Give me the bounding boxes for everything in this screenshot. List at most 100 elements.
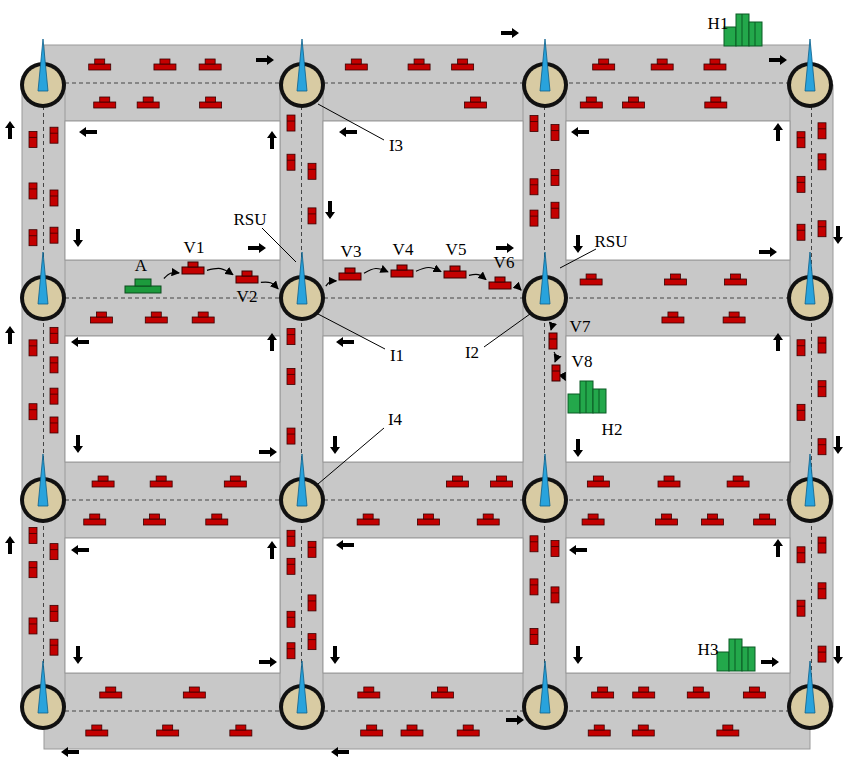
vehicle [662,312,684,323]
direction-arrow [71,337,89,347]
vehicle [92,476,114,487]
vehicle [593,59,615,70]
direction-arrows [5,28,843,757]
direction-arrow [267,333,277,351]
direction-arrow [73,435,83,453]
message-hop [469,274,486,279]
node-label: A [135,257,147,276]
vehicle [145,312,167,323]
vehicle [701,514,723,525]
direction-arrow [330,436,340,454]
vehicle [818,537,826,553]
city-block [566,538,790,673]
rsu-tower [540,661,550,713]
rsu-tower [38,252,48,304]
horizontal-road [44,462,810,538]
direction-arrow [833,436,843,454]
direction-arrow [5,536,15,554]
vehicle [530,628,538,644]
vertical-road [790,85,833,707]
vehicle [551,541,559,557]
vehicle [743,687,765,698]
direction-arrow [256,55,274,65]
vehicle [588,725,610,736]
vehicle [818,439,826,455]
direction-arrow [573,439,583,457]
hospital: H3 [716,638,756,672]
vehicle [50,639,58,655]
lane-divider [44,711,810,712]
leader-line [560,249,596,268]
vehicle: V7 [548,332,558,350]
vehicle [90,312,112,323]
vehicle [530,536,538,552]
direction-arrow [259,447,277,457]
lane-divider [544,85,545,707]
vehicle [50,388,58,404]
vehicle [358,687,380,698]
ambulance: A [124,278,162,294]
vehicle: V3 [338,267,362,281]
node-label: H3 [698,641,719,660]
node-label: V6 [494,254,515,273]
vehicle [818,154,826,170]
intersection-label: I3 [389,137,403,156]
vehicle [551,169,559,185]
vehicle [797,404,805,420]
direction-arrow [79,127,97,137]
vehicle [656,514,678,525]
direction-arrow [61,747,79,757]
direction-arrow [259,657,277,667]
roads [22,45,833,749]
lane-divider [43,85,44,707]
vehicle [224,476,246,487]
vehicle [345,59,367,70]
vehicle [361,725,383,736]
direction-arrow [71,545,89,555]
direction-arrow [761,657,779,667]
node-label: V3 [341,243,362,262]
vehicle [797,600,805,616]
city-block [323,121,523,260]
vehicle [50,127,58,143]
message-hop [261,282,278,289]
vehicle [287,329,295,345]
rsu-tower [540,454,550,506]
vehicle [687,687,709,698]
vehicle [530,116,538,132]
message-hop [554,352,556,362]
hospital: H2 [567,380,607,414]
vehicle [797,340,805,356]
direction-arrow [569,545,587,555]
hospital-icon [716,638,756,672]
vehicle [818,381,826,397]
vehicle [89,59,111,70]
vehicle [797,176,805,192]
vehicle [29,404,37,420]
direction-arrow [339,127,357,137]
rsu-tower [805,252,815,304]
direction-arrow [73,646,83,664]
vehicle [704,59,726,70]
node-label: RSU [233,211,266,230]
vehicle [29,527,37,543]
vehicle [725,274,747,285]
lane-divider [301,85,302,707]
leader-line [262,228,296,262]
direction-arrow [336,540,354,550]
vehicle [580,97,602,108]
horizontal-road [44,45,810,121]
vehicle [580,274,602,285]
vehicle [50,190,58,206]
city-block [566,336,790,462]
direction-arrow [330,646,340,664]
direction-arrow [571,127,589,137]
direction-arrow [573,646,583,664]
vehicle [84,514,106,525]
message-hop [164,273,179,279]
message-hop [326,281,336,286]
vertical-road [523,85,566,707]
vehicle [308,208,316,224]
vertical-road [22,85,65,707]
vehicle-icon [338,267,362,281]
